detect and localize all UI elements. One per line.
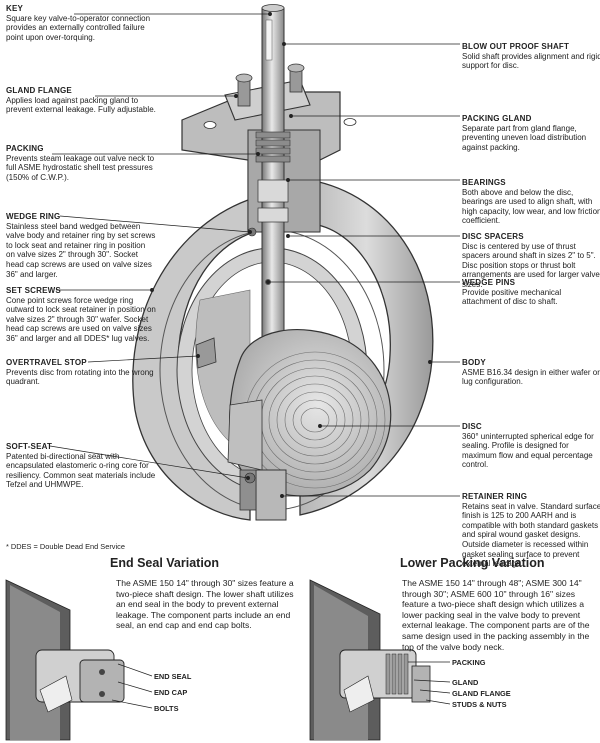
label-wedge-ring-desc: Stainless steel band wedged between valv…: [6, 221, 156, 279]
label-wedge-ring: WEDGE RING Stainless steel band wedged b…: [6, 212, 156, 279]
label-body-desc: ASME B16.34 design in either wafer or lu…: [462, 367, 600, 387]
label-soft-seat-title: SOFT-SEAT: [6, 442, 53, 451]
label-disc-title: DISC: [462, 422, 482, 431]
label-key: KEY Square key valve-to-operator connect…: [6, 4, 156, 42]
label-packing-title: PACKING: [6, 144, 44, 153]
shaft: [255, 4, 291, 369]
label-retainer-ring: RETAINER RING Retains seat in valve. Sta…: [462, 492, 600, 569]
label-overtravel-stop-title: OVERTRAVEL STOP: [6, 358, 87, 367]
end-seal-text: The ASME 150 14" through 30" sizes featu…: [116, 578, 294, 631]
label-wedge-pins: WEDGE PINS Provide positive mechanical a…: [462, 278, 600, 307]
label-disc: DISC 360° uninterrupted spherical edge f…: [462, 422, 600, 470]
label-disc-desc: 360° uninterrupted spherical edge for se…: [462, 431, 594, 470]
label-packing-gland-desc: Separate part from gland flange, prevent…: [462, 123, 587, 152]
label-body-title: BODY: [462, 358, 486, 367]
packing-label: PACKING: [452, 658, 486, 667]
label-packing: PACKING Prevents steam leakage out valve…: [6, 144, 156, 182]
label-packing-gland: PACKING GLAND Separate part from gland f…: [462, 114, 600, 152]
label-packing-desc: Prevents steam leakage out valve neck to…: [6, 153, 155, 182]
label-set-screws-desc: Cone point screws force wedge ring outwa…: [6, 295, 156, 343]
gland-flange-label: GLAND FLANGE: [452, 689, 511, 698]
label-packing-gland-title: PACKING GLAND: [462, 114, 532, 123]
label-disc-spacers-desc: Disc is centered by use of thrust spacer…: [462, 241, 600, 289]
label-key-desc: Square key valve-to-operator connection …: [6, 13, 151, 42]
label-retainer-ring-desc: Retains seat in valve. Standard surface …: [462, 501, 600, 569]
label-wedge-pins-desc: Provide positive mechanical attachment o…: [462, 287, 562, 307]
footnote: * DDES = Double Dead End Service: [6, 542, 125, 551]
label-bearings: BEARINGS Both above and below the disc, …: [462, 178, 600, 226]
label-key-title: KEY: [6, 4, 24, 13]
retainer-ring-part: [239, 469, 287, 521]
lower-packing-illustration: [306, 568, 451, 741]
end-seal-title: End Seal Variation: [110, 556, 220, 570]
gland-label: GLAND: [452, 678, 479, 687]
label-overtravel-stop-desc: Prevents disc from rotating into the wro…: [6, 367, 154, 387]
label-blow-out-proof-shaft: BLOW OUT PROOF SHAFT Solid shaft provide…: [462, 42, 600, 71]
label-wedge-pins-title: WEDGE PINS: [462, 278, 516, 287]
end-cap-label: END CAP: [154, 688, 188, 697]
leader-lines: [49, 12, 460, 498]
label-wedge-ring-title: WEDGE RING: [6, 212, 61, 221]
label-disc-spacers: DISC SPACERS Disc is centered by use of …: [462, 232, 600, 290]
label-blow-out-proof-shaft-desc: Solid shaft provides alignment and rigid…: [462, 51, 600, 71]
end-seal-illustration: [4, 568, 153, 741]
label-body: BODY ASME B16.34 design in either wafer …: [462, 358, 600, 387]
label-gland-flange: GLAND FLANGE Applies load against packin…: [6, 86, 156, 115]
lower-packing-text: The ASME 150 14" through 48"; ASME 300 1…: [402, 578, 590, 652]
disc-part: [227, 329, 392, 497]
label-overtravel-stop: OVERTRAVEL STOP Prevents disc from rotat…: [6, 358, 156, 387]
overtravel-stop-part: [195, 337, 217, 369]
label-soft-seat: SOFT-SEAT Patented bi-directional seat w…: [6, 442, 156, 490]
label-bearings-desc: Both above and below the disc, bearings …: [462, 187, 600, 226]
label-disc-spacers-title: DISC SPACERS: [462, 232, 524, 241]
soft-seat-part: [244, 472, 256, 484]
lower-packing-title: Lower Packing Variation: [400, 556, 545, 570]
gland-flange-part: [203, 63, 357, 129]
label-set-screws: SET SCREWS Cone point screws force wedge…: [6, 286, 156, 344]
bolts-label: BOLTS: [154, 704, 179, 713]
label-set-screws-title: SET SCREWS: [6, 286, 61, 295]
label-gland-flange-desc: Applies load against packing gland to pr…: [6, 95, 156, 115]
label-soft-seat-desc: Patented bi-directional seat with encaps…: [6, 451, 156, 490]
label-gland-flange-title: GLAND FLANGE: [6, 86, 72, 95]
end-seal-label: END SEAL: [154, 672, 192, 681]
studs-nuts-label: STUDS & NUTS: [452, 700, 507, 709]
label-retainer-ring-title: RETAINER RING: [462, 492, 528, 501]
label-blow-out-proof-shaft-title: BLOW OUT PROOF SHAFT: [462, 42, 570, 51]
label-bearings-title: BEARINGS: [462, 178, 506, 187]
